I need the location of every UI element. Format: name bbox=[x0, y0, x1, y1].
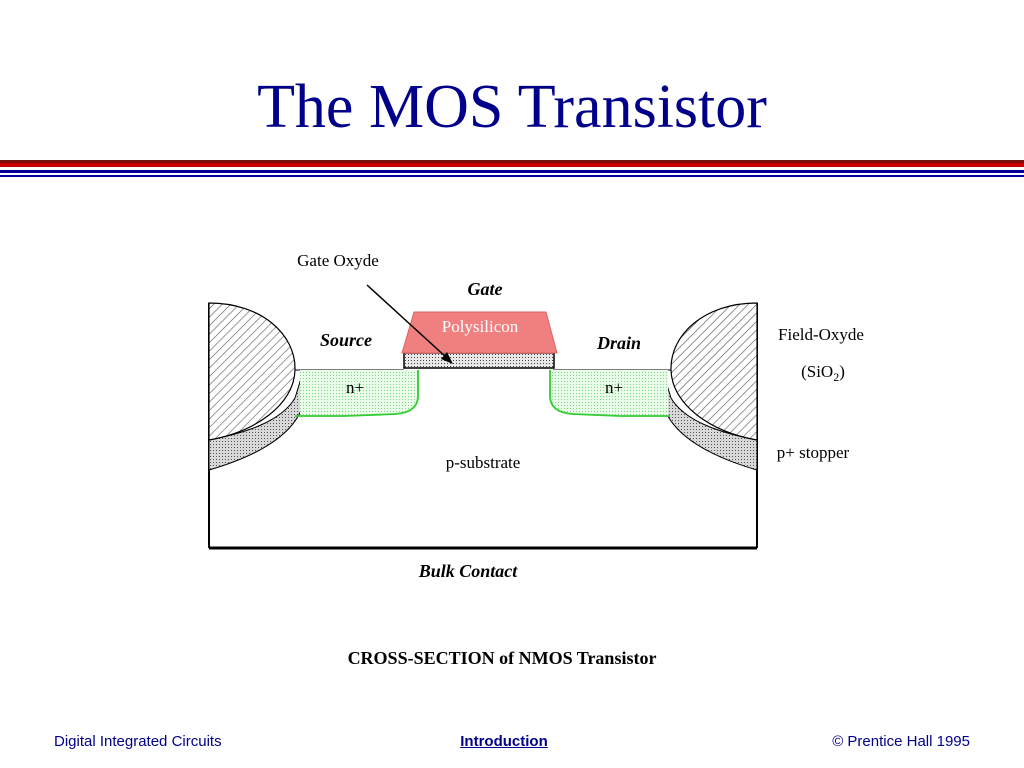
footer-section-link[interactable]: Introduction bbox=[460, 733, 548, 750]
gate-oxyde-label: Gate Oxyde bbox=[297, 251, 379, 270]
n-plus-source-region bbox=[300, 370, 418, 416]
p-plus-stopper-label: p+ stopper bbox=[777, 443, 850, 462]
source-label: Source bbox=[320, 330, 372, 350]
slide-title: The MOS Transistor bbox=[257, 73, 767, 141]
sio2-subscript: 2 bbox=[833, 370, 839, 384]
field-oxyde-label: Field-Oxyde bbox=[778, 325, 864, 344]
gate-oxide bbox=[403, 352, 555, 369]
figure-caption: CROSS-SECTION of NMOS Transistor bbox=[347, 648, 657, 668]
title-rule-red bbox=[0, 163, 1024, 167]
n-plus-source-junction bbox=[295, 370, 419, 417]
p-substrate-label: p-substrate bbox=[446, 453, 521, 472]
footer-copyright: © Prentice Hall 1995 bbox=[832, 733, 970, 750]
gate-label: Gate bbox=[468, 279, 503, 299]
gate-oxyde-pointer bbox=[366, 284, 448, 359]
n-plus-drain-junction bbox=[549, 370, 670, 417]
title-rule-blue-thin bbox=[0, 175, 1024, 177]
n-plus-drain-label: n+ bbox=[605, 378, 623, 397]
footer-course-title: Digital Integrated Circuits bbox=[54, 733, 222, 750]
title-rule-dark bbox=[0, 160, 1024, 163]
title-rule-gap bbox=[0, 167, 1024, 170]
field-oxide-left bbox=[208, 302, 296, 441]
gate-oxyde-arrowhead bbox=[441, 352, 453, 364]
title-rule-blue bbox=[0, 170, 1024, 173]
sio2-prefix: (SiO bbox=[801, 362, 833, 381]
drain-label: Drain bbox=[596, 333, 641, 353]
polysilicon-gate bbox=[401, 311, 558, 354]
field-oxide-right bbox=[670, 302, 758, 441]
bulk-contact-label: Bulk Contact bbox=[418, 561, 519, 581]
polysilicon-label: Polysilicon bbox=[442, 317, 519, 336]
sio2-suffix: ) bbox=[839, 362, 845, 381]
n-plus-source-label: n+ bbox=[346, 378, 364, 397]
n-plus-drain-region bbox=[550, 370, 668, 416]
sio2-label: (SiO2) bbox=[801, 362, 845, 384]
